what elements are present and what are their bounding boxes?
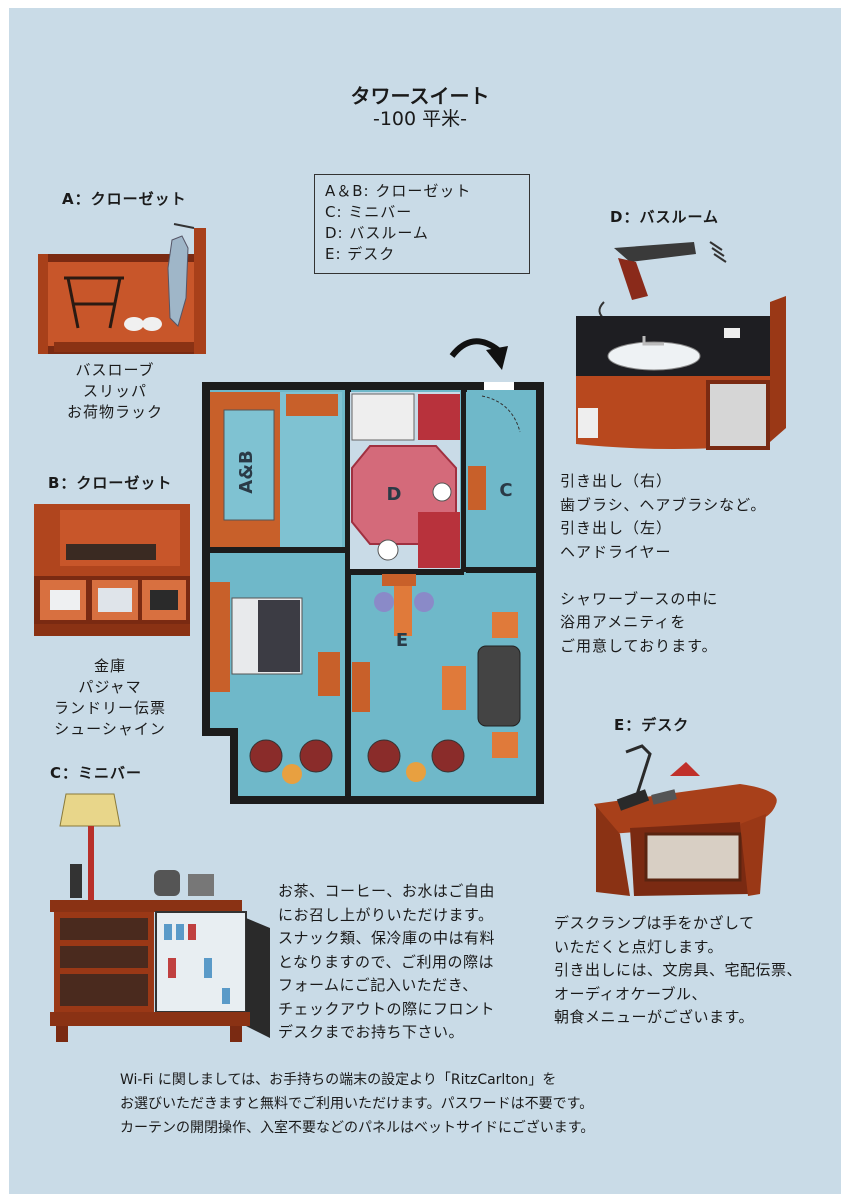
closet-a-heading: A：クローゼット xyxy=(62,190,187,208)
floor-plan-label-ab: A&B xyxy=(236,450,257,493)
bathroom-heading: D：バスルーム xyxy=(610,208,720,226)
entrance-arrow-icon xyxy=(449,338,508,370)
desk-text-line: 引き出しには、文房具、宅配伝票、 xyxy=(554,961,803,979)
minibar-illustration xyxy=(50,793,270,1042)
minibar-text-line: となりますので、ご利用の際は xyxy=(278,952,494,971)
desk-text-line: デスクランプは手をかざして xyxy=(554,914,755,932)
bathroom-illustration xyxy=(576,241,786,450)
desk-text-line: オーディオケーブル、 xyxy=(554,984,708,1003)
bathroom-text-line: 引き出し（左） xyxy=(560,519,673,537)
wifi-note: Wi-Fi に関しましては、お手持ちの端末の設定より「RitzCarlton」を… xyxy=(120,1068,740,1140)
closet-a-items: バスローブ スリッパ お荷物ラック xyxy=(50,360,180,423)
closet-b-item: パジャマ xyxy=(78,678,142,696)
legend-item: A＆B: クローゼット xyxy=(325,182,472,200)
bathroom-text-line: 歯ブラシ、ヘアブラシなど。 xyxy=(560,495,767,514)
bathroom-text-line: 浴用アメニティを xyxy=(560,613,687,631)
minibar-text-line: お茶、コーヒー、お水はご自由 xyxy=(278,882,495,900)
closet-b-heading: B：クローゼット xyxy=(48,474,173,492)
legend-item: D: バスルーム xyxy=(325,224,429,242)
closet-a-item: スリッパ xyxy=(82,382,147,400)
floor-plan-label-d: D xyxy=(387,484,402,505)
closet-b-item: ランドリー伝票 xyxy=(53,699,166,717)
floor-plan-label-c: C xyxy=(499,480,512,501)
bathroom-text-line: シャワーブースの中に xyxy=(560,589,719,608)
minibar-text: お茶、コーヒー、お水はご自由 にお召し上がりいただけます。 スナック類、保冷庫の… xyxy=(278,880,528,1045)
desk-text: デスクランプは手をかざして いただくと点灯します。 引き出しには、文房具、宅配伝… xyxy=(554,912,834,1030)
bathroom-text-line xyxy=(560,564,820,588)
desk-illustration xyxy=(594,744,777,896)
minibar-text-line: フォームにご記入いただき、 xyxy=(278,976,478,994)
closet-b-illustration xyxy=(34,504,190,636)
minibar-text-line: デスクまでお持ち下さい。 xyxy=(278,1023,465,1041)
minibar-text-line: チェックアウトの際にフロント xyxy=(278,999,496,1018)
desk-heading: E：デスク xyxy=(614,716,690,734)
minibar-heading: C：ミニバー xyxy=(50,764,143,782)
closet-b-items: 金庫 パジャマ ランドリー伝票 シューシャイン xyxy=(40,656,180,740)
bathroom-text-line: ご用意しております。 xyxy=(560,636,718,655)
closet-b-item: 金庫 xyxy=(93,657,126,675)
legend-item: C: ミニバー xyxy=(325,203,413,221)
bathroom-text-line: ヘアドライヤー xyxy=(560,542,672,561)
floor-plan: A&B D C E xyxy=(202,382,544,804)
legend-box: A＆B: クローゼット C: ミニバー D: バスルーム E: デスク xyxy=(314,174,530,274)
wifi-note-line: Wi-Fi に関しましては、お手持ちの端末の設定より「RitzCarlton」を xyxy=(120,1072,557,1088)
bathroom-text-line: 引き出し（右） xyxy=(560,472,673,490)
closet-a-item: お荷物ラック xyxy=(66,403,163,421)
page-title: タワースイート xyxy=(350,84,490,108)
closet-a-item: バスローブ xyxy=(75,361,155,379)
legend-item: E: デスク xyxy=(325,245,396,263)
floor-plan-label-e: E xyxy=(396,630,408,651)
minibar-text-line: スナック類、保冷庫の中は有料 xyxy=(278,929,496,947)
bathroom-text: 引き出し（右） 歯ブラシ、ヘアブラシなど。 引き出し（左） ヘアドライヤー シャ… xyxy=(560,470,820,658)
page-subtitle: -100 平米- xyxy=(372,108,468,130)
wifi-note-line: お選びいただきますと無料でご利用いただけます。パスワードは不要です。 xyxy=(120,1096,594,1112)
wifi-note-line: カーテンの開閉操作、入室不要などのパネルはベットサイドにございます。 xyxy=(120,1120,595,1136)
desk-text-line: いただくと点灯します。 xyxy=(554,937,724,956)
minibar-text-line: にお召し上がりいただけます。 xyxy=(278,905,494,924)
closet-b-item: シューシャイン xyxy=(54,720,166,738)
closet-a-illustration xyxy=(38,223,206,354)
desk-text-line: 朝食メニューがございます。 xyxy=(554,1008,755,1026)
